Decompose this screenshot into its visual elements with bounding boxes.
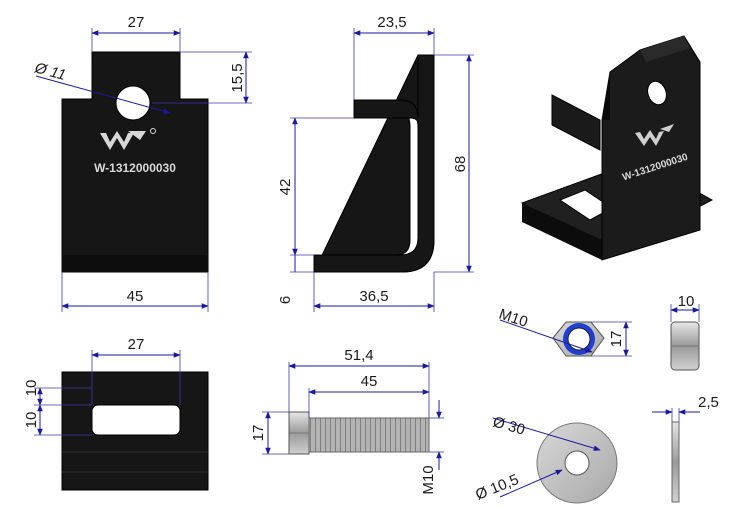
dim-inner-height: 42	[277, 179, 294, 196]
dim-washer-thickness: 2,5	[698, 394, 719, 411]
dim-bolt-thread-length: 45	[361, 373, 378, 390]
iso-logo-mark	[635, 124, 674, 146]
dim-hole-height: 15,5	[229, 63, 246, 92]
dim-bolt-total-length: 51,4	[344, 347, 373, 364]
washer-front: Ø 30 Ø 10,5	[473, 414, 618, 504]
bracket-bottom-slot	[91, 404, 181, 436]
logo-mark	[100, 128, 156, 150]
dim-top-width: 27	[128, 14, 145, 31]
bracket-bottom-view: 27 10 10	[23, 336, 209, 491]
nut-side: 10	[670, 293, 700, 371]
dim-total-height: 68	[452, 156, 469, 173]
bolt: 51,4 45 17 M10	[250, 347, 444, 495]
washer-hole	[564, 450, 590, 476]
dim-bottom-view-width: 27	[128, 336, 145, 353]
iso-hole	[647, 80, 667, 106]
iso-top-flange	[551, 94, 601, 151]
dim-thickness: 6	[277, 296, 294, 304]
dim-slot-b: 10	[23, 412, 40, 429]
bracket-iso-view: W-1312000030	[520, 35, 714, 261]
nut-front: M10 17	[497, 306, 632, 357]
dim-nut-across-flats: 17	[608, 331, 625, 348]
dim-nut-height: 10	[678, 293, 695, 310]
dim-washer-inner: Ø 10,5	[473, 471, 521, 504]
bracket-side-profile	[313, 54, 435, 273]
dim-nut-thread: M10	[497, 306, 530, 331]
dim-bolt-head: 17	[250, 425, 267, 442]
dim-hole-diameter: Ø 11	[32, 59, 68, 84]
dim-top-flange: 23,5	[377, 14, 406, 31]
bracket-side-view: 23,5 42 68 6 36,5	[277, 14, 474, 312]
part-number-label: W-1312000030	[94, 161, 176, 175]
dim-washer-outer: Ø 30	[491, 414, 527, 439]
dim-slot-a: 10	[23, 380, 40, 397]
dim-base-length: 36,5	[359, 288, 388, 305]
bracket-front-base-edge	[62, 255, 208, 272]
iso-upright	[601, 35, 701, 261]
washer-side: 2,5	[652, 394, 719, 503]
bracket-front-view: W-1312000030 27 Ø 11 15,5 45	[32, 14, 252, 312]
dim-bottom-width: 45	[127, 288, 144, 305]
bolt-thread	[308, 417, 430, 453]
dim-bolt-thread-size: M10	[420, 465, 437, 494]
washer-side-body	[671, 421, 680, 503]
